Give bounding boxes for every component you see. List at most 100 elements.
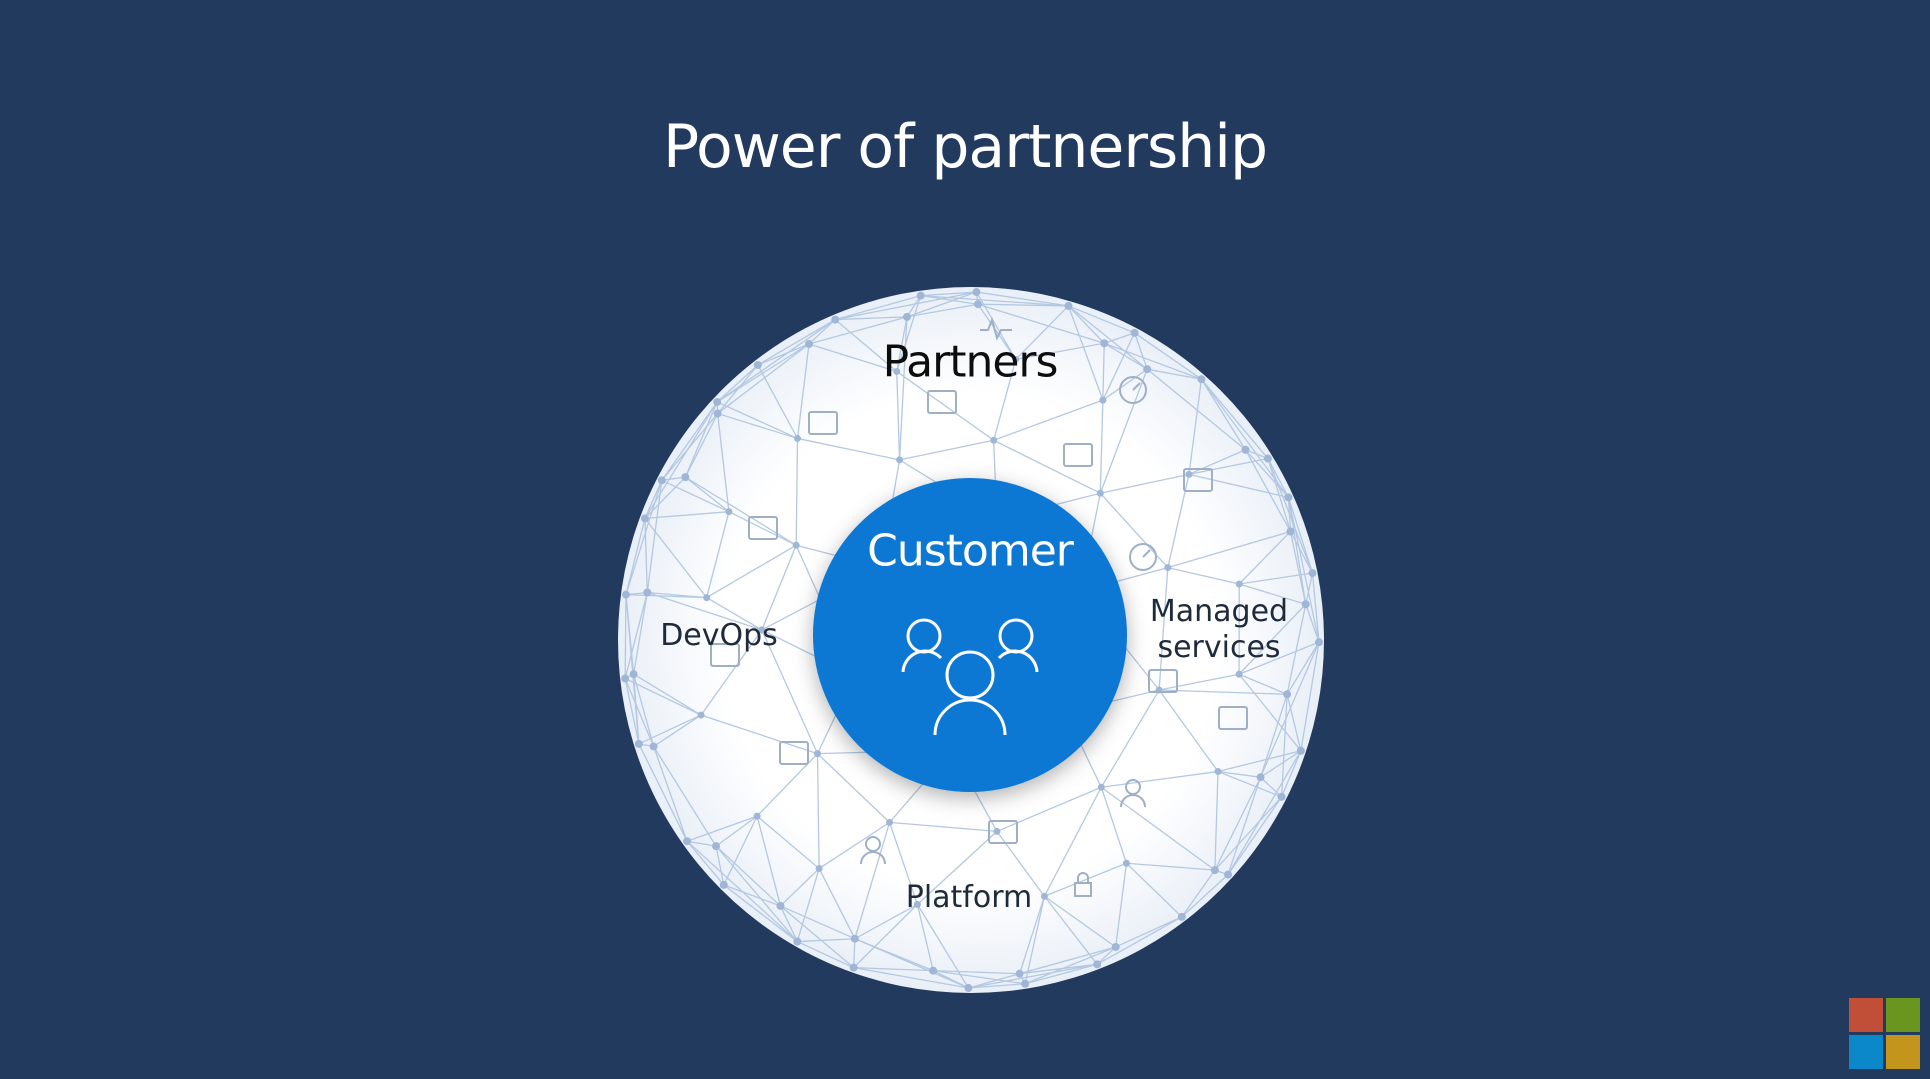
mesh-node [1241, 445, 1250, 454]
mesh-node [1283, 690, 1292, 699]
mesh-edge [1287, 497, 1320, 643]
mesh-edge [1259, 641, 1320, 778]
mesh-edge [723, 815, 758, 886]
box-icon [779, 741, 809, 765]
group-chat-icon [1183, 468, 1213, 492]
mesh-node [896, 456, 904, 464]
mesh-edge [756, 815, 820, 870]
mesh-edge [1217, 750, 1302, 773]
mesh-edge [933, 969, 1020, 975]
mesh-edge [1267, 458, 1292, 532]
mesh-node [697, 711, 705, 719]
mesh-edge [977, 303, 1105, 344]
mesh-edge [1188, 473, 1289, 499]
mesh-edge [1239, 583, 1306, 605]
mesh-edge [638, 743, 688, 842]
mesh-edge [1102, 368, 1148, 401]
mesh-edge [644, 511, 729, 520]
mesh-node [1130, 328, 1139, 337]
mesh-node [831, 315, 840, 324]
mesh-edge [625, 594, 640, 744]
mesh-edge [1214, 776, 1262, 871]
mesh-edge [706, 597, 763, 631]
mesh-edge [896, 316, 908, 372]
mesh-edge [1259, 694, 1288, 778]
mesh-edge [1067, 305, 1104, 401]
mesh-edge [1044, 862, 1127, 897]
mesh-edge [1068, 305, 1135, 334]
mesh-edge [644, 480, 663, 519]
mesh-edge [686, 840, 798, 943]
mesh-edge [1015, 305, 1069, 360]
customer-circle [813, 478, 1127, 792]
mesh-node [1097, 783, 1105, 791]
mesh-edge [968, 983, 1026, 989]
mesh-edge [646, 480, 663, 593]
mesh-edge [706, 544, 797, 599]
mesh-node [657, 476, 666, 485]
mesh-edge [1102, 343, 1105, 401]
mesh-node [1235, 670, 1243, 678]
mesh-edge [1281, 750, 1302, 798]
mesh-edge [996, 786, 1102, 833]
mesh-edge [1167, 530, 1291, 569]
mesh-edge [834, 319, 898, 372]
mesh-node [1210, 866, 1219, 875]
mesh-edge [1227, 777, 1262, 875]
mesh-node [1277, 792, 1286, 801]
mesh-node [621, 674, 630, 683]
mesh-edge [896, 371, 901, 460]
mesh-node [1286, 527, 1295, 536]
mesh-edge [853, 938, 856, 968]
mesh-edge [1300, 642, 1320, 751]
mesh-edge [1200, 378, 1289, 498]
mesh-edge [1267, 458, 1290, 498]
mesh-edge [1100, 786, 1216, 871]
mesh-edge [1188, 449, 1246, 475]
mesh-edge [1311, 572, 1320, 643]
mesh-node [973, 300, 982, 309]
mesh-edge [1305, 604, 1320, 643]
mesh-edge [795, 438, 799, 546]
mesh-edge [889, 821, 997, 833]
mesh-edge [728, 511, 797, 546]
mesh-edge [1238, 531, 1291, 585]
mesh-node [1064, 301, 1073, 310]
devops-label: DevOps [660, 618, 778, 653]
map-icon [927, 390, 957, 414]
mesh-node [1100, 339, 1109, 348]
mesh-edge [684, 476, 730, 513]
mesh-node [1096, 489, 1104, 497]
mesh-edge [1238, 603, 1307, 675]
mesh-edge [1068, 305, 1148, 370]
mesh-edge [993, 359, 1017, 441]
mesh-node [753, 812, 761, 820]
logo-square-green [1886, 998, 1920, 1032]
mesh-edge [835, 316, 908, 321]
mesh-edge [625, 518, 646, 595]
mesh-edge [1099, 368, 1148, 494]
mesh-node [793, 434, 801, 442]
mesh-edge [968, 973, 1020, 989]
mesh-edge [920, 291, 977, 297]
mesh-edge [808, 316, 908, 345]
mesh-edge [1133, 332, 1148, 370]
mesh-node [753, 360, 762, 369]
mesh-edge [1287, 497, 1307, 605]
mesh-node [713, 397, 722, 406]
mesh-edge [647, 591, 763, 631]
robot-arm-icon [808, 411, 838, 435]
mesh-edge [780, 905, 855, 969]
mesh-edge [1024, 963, 1098, 985]
mesh-edge [661, 401, 718, 481]
mesh-edge [716, 413, 730, 512]
mesh-edge [853, 966, 934, 972]
mesh-edge [796, 343, 810, 439]
mesh-node [815, 865, 823, 873]
mesh-node [629, 670, 638, 679]
mesh-edge [638, 714, 702, 745]
mesh-edge [1245, 449, 1289, 498]
plug-icon [988, 820, 1018, 844]
mesh-edge [835, 291, 977, 321]
mesh-edge [761, 544, 797, 631]
